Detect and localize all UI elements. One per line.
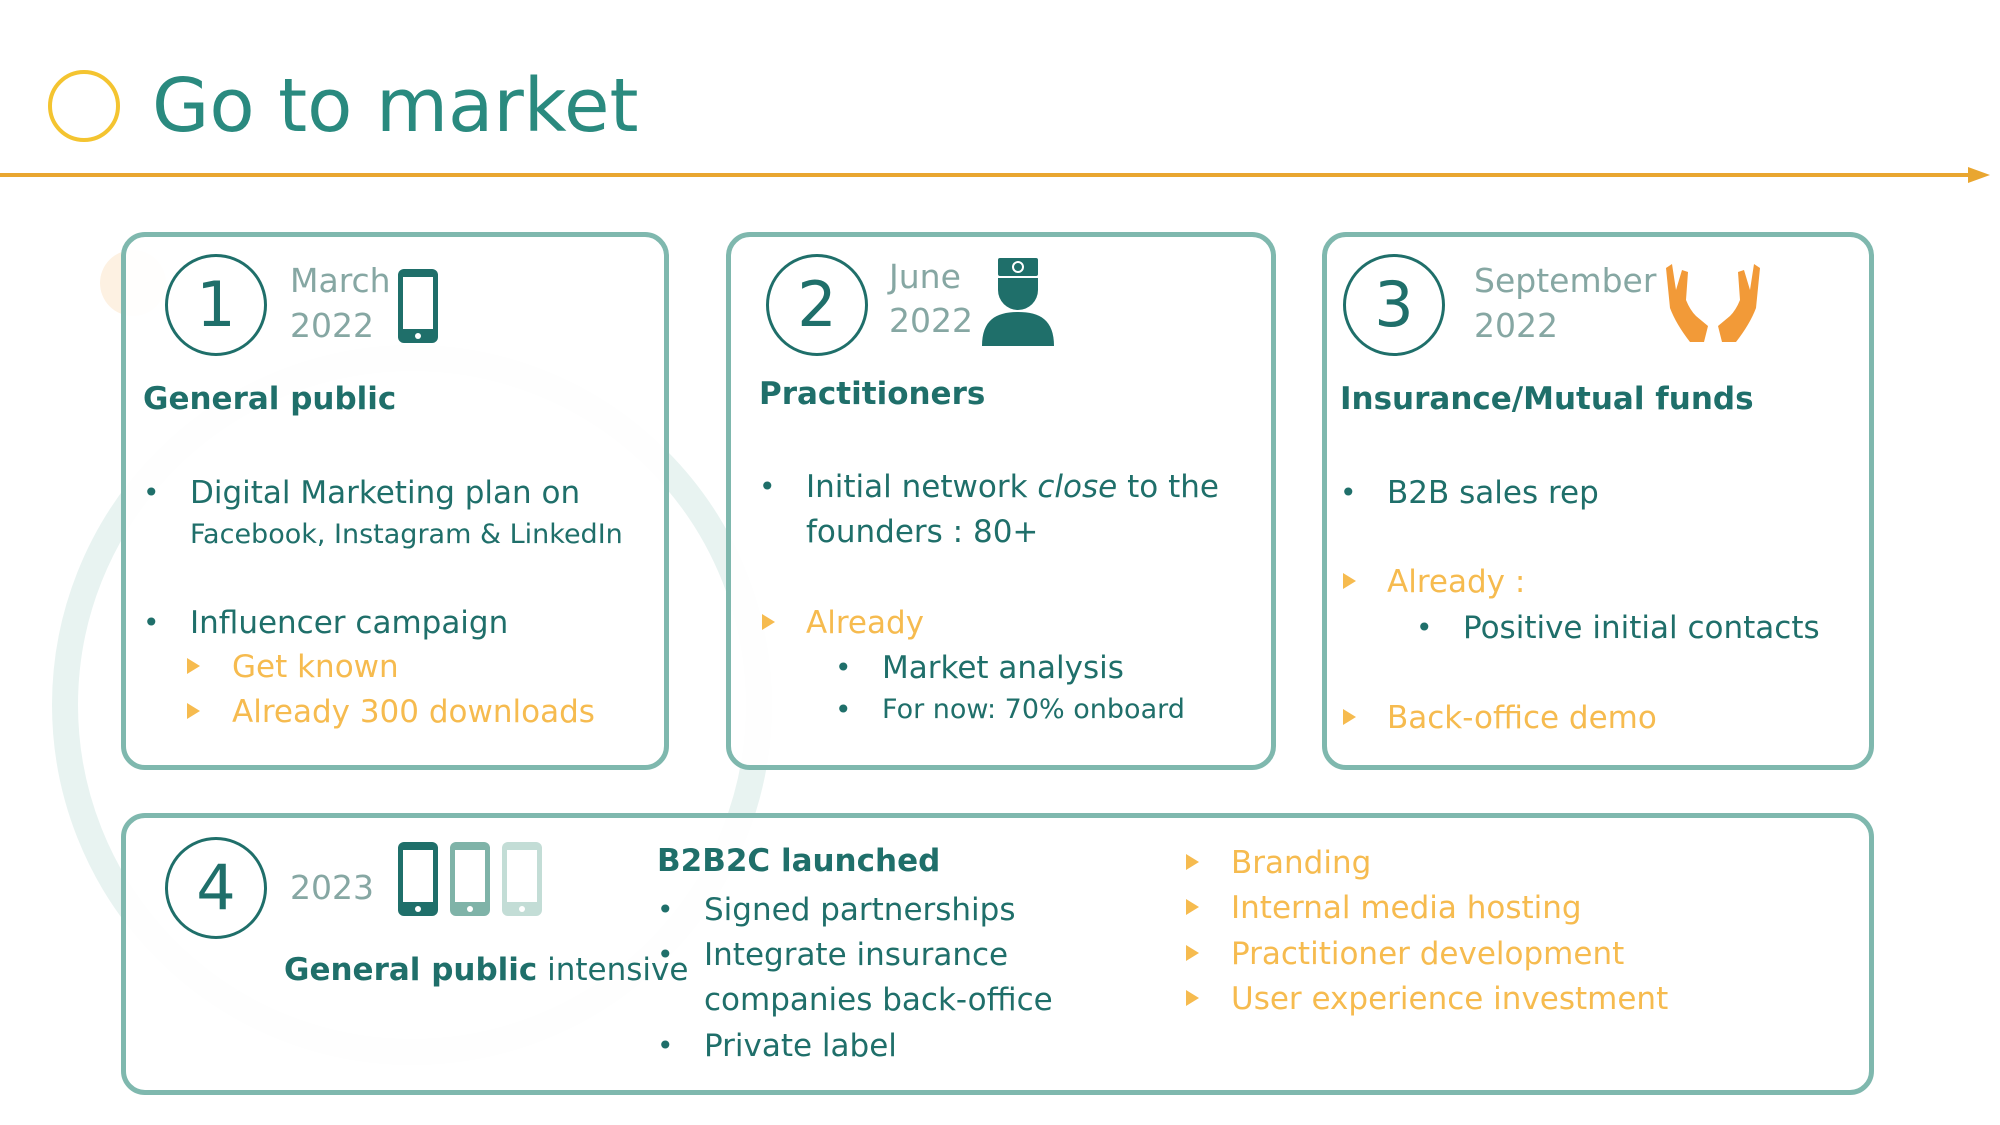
card-1-highlight-2: Already 300 downloads	[232, 694, 595, 730]
bullet-dot: •	[657, 938, 674, 971]
card-4-highlight-3: Practitioner development	[1231, 936, 1625, 972]
card-2-heading: Practitioners	[759, 376, 986, 412]
triangle-bullet-icon	[1343, 709, 1356, 725]
triangle-bullet-icon	[1186, 854, 1199, 870]
card-3-month: September	[1474, 261, 1657, 300]
three-phones-icon	[398, 842, 542, 916]
card-4-label-rest: intensive	[537, 952, 689, 988]
bullet-dot: •	[835, 693, 852, 726]
card-2-highlight: Already	[806, 605, 924, 641]
bullet-dot: •	[143, 476, 160, 509]
card-1-highlight-1: Get known	[232, 649, 399, 685]
card-4-bullet-2-line-2: companies back-office	[704, 982, 1053, 1018]
card-4-year: 2023	[290, 868, 374, 907]
triangle-bullet-icon	[1186, 945, 1199, 961]
card-4-bullet-3: Private label	[704, 1028, 897, 1064]
card-1-month: March	[290, 261, 391, 300]
card-3-highlight-2: Back-office demo	[1387, 700, 1657, 736]
card-4-heading: B2B2C launched	[657, 843, 941, 879]
bullet-dot: •	[657, 893, 674, 926]
smartphone-icon	[398, 269, 438, 343]
bullet-dot: •	[835, 651, 852, 684]
triangle-bullet-icon	[1186, 899, 1199, 915]
card-4-highlight-2: Internal media hosting	[1231, 890, 1582, 926]
helping-hands-icon	[1666, 264, 1760, 342]
card-2-month: June	[889, 257, 961, 296]
card-2-year: 2022	[889, 301, 973, 340]
card-2-sub-bullet-2: For now: 70% onboard	[882, 694, 1185, 725]
card-4-label-bold: General public	[284, 952, 538, 988]
triangle-bullet-icon	[762, 614, 775, 630]
practitioner-icon	[982, 258, 1054, 346]
card-2-sub-bullet-1: Market analysis	[882, 650, 1124, 686]
card-4-label: General public intensive	[284, 950, 688, 990]
card-3-highlight: Already :	[1387, 564, 1526, 600]
card-2-bullet-text-end: to the	[1117, 469, 1219, 505]
bullet-dot: •	[143, 606, 160, 639]
step-number-1: 1	[165, 254, 267, 356]
step-number-4: 4	[165, 837, 267, 939]
timeline-line	[0, 173, 1972, 177]
bullet-dot: •	[1340, 476, 1357, 509]
triangle-bullet-icon	[187, 703, 200, 719]
card-2-bullet-text: Initial network	[806, 469, 1038, 505]
title-circle-icon	[48, 70, 120, 142]
page-title: Go to market	[152, 63, 639, 149]
card-3-heading: Insurance/Mutual funds	[1340, 381, 1754, 417]
card-1-heading: General public	[143, 381, 397, 417]
card-3-year: 2022	[1474, 306, 1558, 345]
card-4-highlight-1: Branding	[1231, 845, 1372, 881]
card-1-year: 2022	[290, 306, 374, 345]
card-4-highlight-4: User experience investment	[1231, 981, 1669, 1017]
card-1-bullet-2: Influencer campaign	[190, 605, 509, 641]
card-3-bullet: B2B sales rep	[1387, 475, 1599, 511]
triangle-bullet-icon	[1343, 573, 1356, 589]
card-2-bullet-line-2: founders : 80+	[806, 514, 1039, 550]
step-number-2: 2	[766, 254, 868, 356]
card-4-bullet-1: Signed partnerships	[704, 892, 1016, 928]
triangle-bullet-icon	[187, 658, 200, 674]
bullet-dot: •	[759, 470, 776, 503]
card-2-bullet: Initial network close to the	[806, 467, 1219, 507]
step-number-3: 3	[1343, 254, 1445, 356]
card-4-bullet-2: Integrate insurance	[704, 937, 1009, 973]
bullet-dot: •	[657, 1029, 674, 1062]
timeline-arrow-icon	[1968, 167, 1990, 183]
card-1-bullet-1: Digital Marketing plan on	[190, 475, 581, 511]
bullet-dot: •	[1416, 611, 1433, 644]
card-1-bullet-1-sub: Facebook, Instagram & LinkedIn	[190, 519, 623, 550]
card-3-sub-bullet: Positive initial contacts	[1463, 610, 1820, 646]
triangle-bullet-icon	[1186, 990, 1199, 1006]
card-2-bullet-emphasis: close	[1037, 469, 1118, 505]
